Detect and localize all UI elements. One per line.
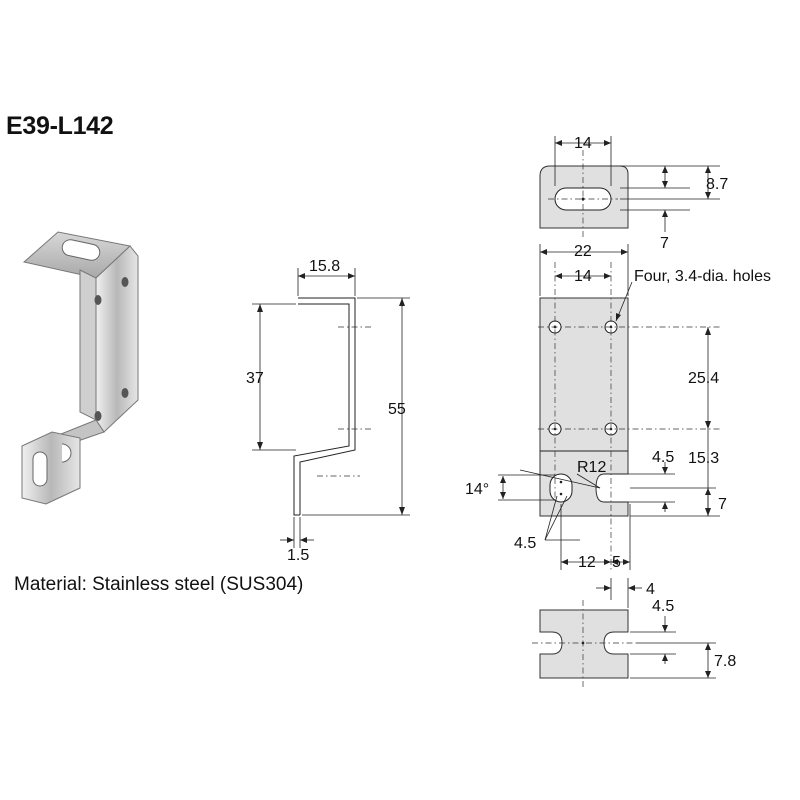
holes-note: Four, 3.4-dia. holes	[634, 268, 771, 285]
dim-top-offset-b: 7	[660, 235, 669, 252]
side-view: 15.8 37 55 1.5	[246, 258, 410, 564]
dim-thickness: 1.5	[287, 547, 309, 564]
dim-total-height: 55	[388, 401, 406, 418]
dim-notch-width: 4	[646, 581, 655, 598]
angle-label: 14°	[465, 481, 489, 498]
dim-5: 5	[612, 554, 621, 571]
dim-12: 12	[578, 554, 596, 571]
dim-top-offset-a: 8.7	[706, 176, 728, 193]
dim-notch-height: 4.5	[652, 598, 674, 615]
dim-hole-pitch-x: 14	[574, 268, 592, 285]
dim-upper-height: 37	[246, 370, 264, 387]
part-number-title: E39-L142	[6, 112, 114, 140]
dim-hole-pitch-y: 25.4	[688, 370, 719, 387]
dim-bottom-offset: 7	[718, 496, 727, 513]
front-view: 22 14 Four, 3.4-dia. holes 25.4 15.3 4.5	[465, 243, 771, 571]
bottom-view: 4 4.5 7.8	[532, 578, 736, 688]
dim-slot-width: 4.5	[652, 449, 674, 466]
dim-slot-dia: 4.5	[514, 535, 536, 552]
radius-label: R12	[577, 459, 606, 476]
dim-side-width: 15.8	[309, 258, 340, 275]
bracket-3d-illustration	[21, 231, 139, 505]
dim-top-width: 14	[574, 135, 592, 152]
top-view: 14 8.7 7	[539, 135, 728, 252]
dim-bottom-height: 7.8	[714, 653, 736, 670]
material-note: Material: Stainless steel (SUS304)	[14, 574, 304, 595]
dim-front-width: 22	[574, 243, 592, 260]
dim-bottom-to-hole: 15.3	[688, 450, 719, 467]
